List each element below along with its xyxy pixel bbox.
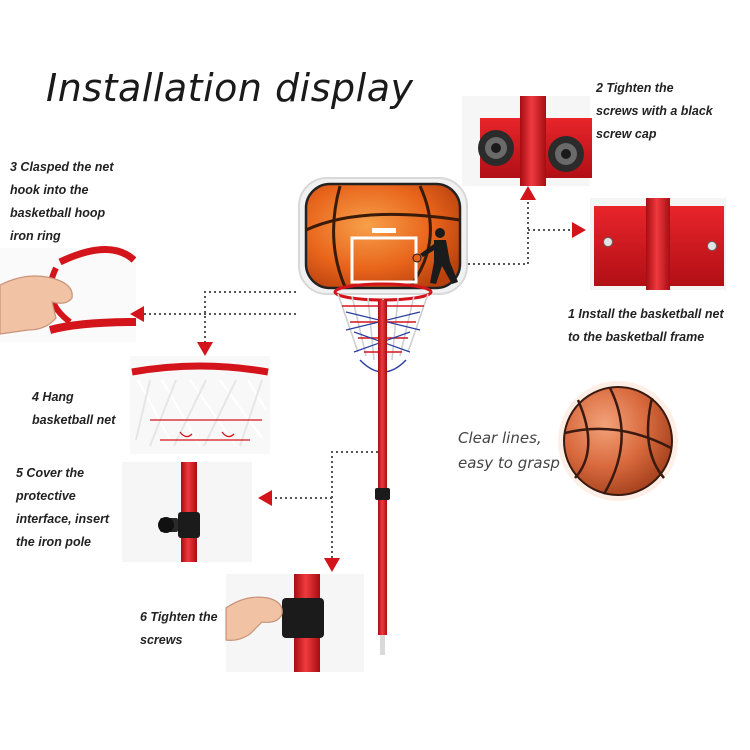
step-3-line-3: basketball hoop (10, 206, 106, 220)
step-2-image (462, 96, 592, 186)
step-6-text: 6 Tighten the screws (140, 606, 218, 652)
dotted-connectors (140, 200, 575, 560)
step-4-line-2: basketball net (32, 413, 116, 427)
hand-icon (0, 275, 73, 335)
step-1-text: 1 Install the basketball net to the bask… (568, 303, 724, 349)
grip-note: Clear lines, easy to grasp (458, 426, 560, 476)
main-pole (375, 300, 390, 655)
grip-note-line-1: Clear lines, (458, 429, 542, 447)
step-1-line-1: 1 Install the basketball net (568, 307, 724, 321)
step-6-line-1: 6 Tighten the (140, 610, 218, 624)
step-4-image (130, 356, 270, 454)
player-silhouette-icon (412, 228, 458, 284)
screw-knob-icon (158, 517, 178, 533)
step-5-line-2: protective (16, 489, 76, 503)
backboard (298, 177, 468, 295)
black-screw-cap-icon (548, 136, 584, 172)
hand-icon (225, 596, 283, 641)
step-6-image (225, 574, 364, 672)
step-2-line-1: 2 Tighten the (596, 81, 674, 95)
grip-note-line-2: easy to grasp (458, 454, 560, 472)
step-4-text: 4 Hang basketball net (32, 386, 115, 432)
arrow-up-icon (520, 186, 536, 200)
arrow-down-icon (324, 558, 340, 572)
step-2-text: 2 Tighten the screws with a black screw … (596, 77, 713, 146)
step-1-image (590, 198, 726, 290)
arrow-left-icon (130, 306, 144, 322)
step-3-line-1: 3 Clasped the net (10, 160, 114, 174)
step-3-line-2: hook into the (10, 183, 89, 197)
step-4-line-1: 4 Hang (32, 390, 74, 404)
step-1-line-2: to the basketball frame (568, 330, 705, 344)
step-3-line-4: iron ring (10, 229, 61, 243)
basketball-icon (558, 381, 678, 501)
step-5-text: 5 Cover the protective interface, insert… (16, 462, 109, 554)
step-5-line-4: the iron pole (16, 535, 91, 549)
step-5-line-1: 5 Cover the (16, 466, 85, 480)
step-3-image (0, 246, 137, 342)
arrow-left-icon (258, 490, 272, 506)
arrow-down-icon (197, 342, 213, 356)
step-6-line-2: screws (140, 633, 183, 647)
arrow-icons (130, 186, 586, 572)
page-title: Installation display (46, 66, 414, 110)
step-3-text: 3 Clasped the net hook into the basketba… (10, 156, 114, 248)
black-screw-cap-icon (478, 130, 514, 166)
step-5-line-3: interface, insert (16, 512, 110, 526)
step-5-image (122, 462, 252, 562)
step-2-line-2: screws with a black (596, 104, 713, 118)
step-2-line-3: screw cap (596, 127, 657, 141)
arrow-right-icon (572, 222, 586, 238)
